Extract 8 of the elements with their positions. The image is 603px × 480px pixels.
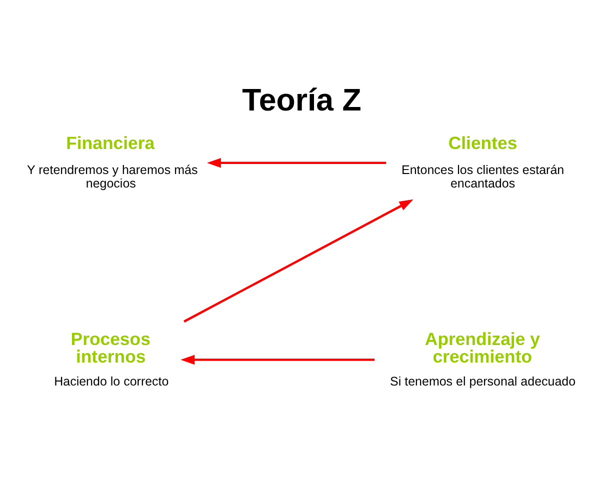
node-text: Procesos internos Haciendo lo correcto xyxy=(54,328,169,388)
diagram-title: Teoría Z xyxy=(242,82,362,117)
node-text: Clientes Entonces los clientes estarán encantados xyxy=(402,132,564,190)
arrow xyxy=(184,198,414,322)
node-text: Aprendizaje y crecimiento Si tenemos el personal adecuado xyxy=(390,328,576,388)
arrow xyxy=(180,354,375,364)
node-text: Financiera Y retendremos y haremos más negocios xyxy=(27,132,198,190)
arrow xyxy=(206,158,386,168)
